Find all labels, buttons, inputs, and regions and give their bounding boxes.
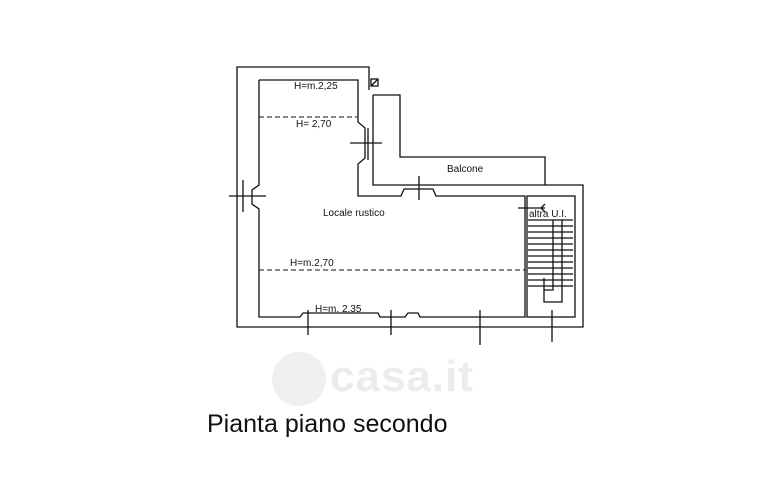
stairwell: [526, 195, 576, 318]
watermark: casa.it: [330, 352, 474, 401]
stair-label: altra U.I.: [529, 209, 567, 220]
outer-wall: [236, 66, 584, 328]
chimney-mark: [370, 78, 379, 87]
height-label: H=m.2,70: [290, 258, 334, 269]
height-label: H=m. 2,35: [315, 304, 362, 315]
plan-caption: Pianta piano secondo: [207, 410, 448, 438]
watermark-logo-icon: [272, 352, 326, 406]
room-label: Locale rustico: [323, 208, 385, 219]
height-label: H=m.2,25: [294, 81, 338, 92]
outer-wall-wing: [372, 95, 545, 186]
balcony-outline: [373, 94, 546, 185]
balcony-label: Balcone: [447, 164, 484, 175]
inner-wall: [251, 79, 526, 318]
height-label: H= 2,70: [296, 119, 332, 130]
